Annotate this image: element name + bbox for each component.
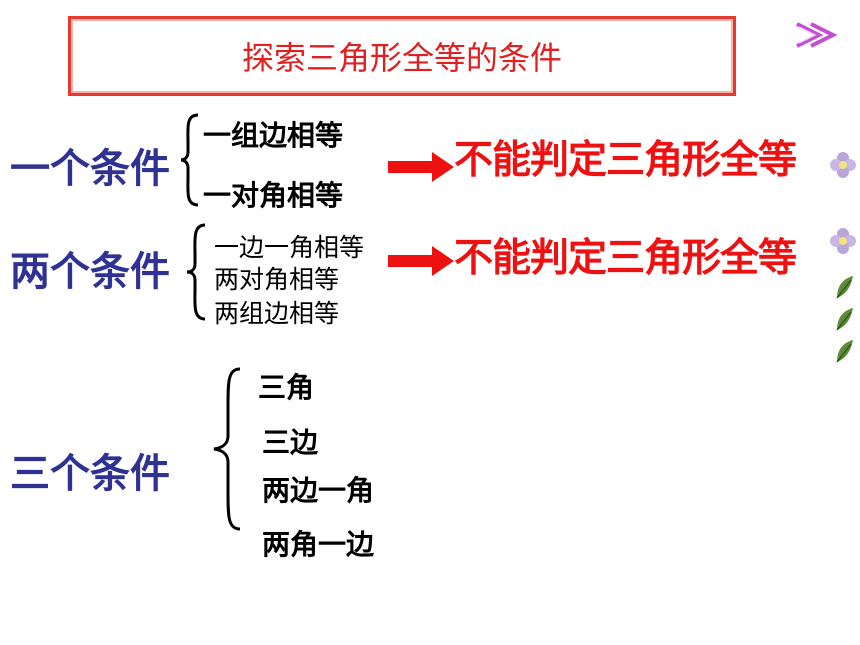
one-condition-brace — [180, 113, 199, 207]
three-conditions-label: 三个条件 — [10, 451, 170, 497]
red-arrow-icon — [388, 246, 454, 276]
two-conditions-item: 两组边相等 — [214, 299, 340, 328]
two-conditions-brace — [186, 223, 206, 321]
flower-icon — [830, 152, 856, 178]
page-title: 探索三角形全等的条件 — [241, 39, 562, 77]
three-conditions-item: 两角一边 — [262, 528, 375, 561]
three-conditions-item: 三边 — [262, 426, 319, 459]
leaf-icon — [836, 276, 853, 299]
two-conditions-item: 两对角相等 — [214, 265, 340, 294]
three-conditions-item: 两边一角 — [262, 474, 375, 507]
red-arrow-icon — [388, 152, 454, 182]
two-conditions-label: 两个条件 — [10, 249, 170, 295]
double-chevron-right-icon[interactable] — [795, 18, 843, 52]
one-condition-item: 一对角相等 — [203, 179, 344, 212]
flower-icon — [830, 228, 856, 254]
one-condition-item: 一组边相等 — [203, 119, 344, 152]
two-conditions-item: 一边一角相等 — [214, 233, 365, 262]
one-condition-result: 不能判定三角形全等 — [454, 138, 797, 183]
three-conditions-brace — [213, 367, 241, 531]
one-condition-label: 一个条件 — [10, 146, 170, 192]
leaf-icon — [836, 340, 853, 363]
two-conditions-result: 不能判定三角形全等 — [454, 236, 797, 281]
title-box: 探索三角形全等的条件 — [68, 16, 736, 96]
leaf-icon — [836, 308, 853, 331]
three-conditions-item: 三角 — [258, 371, 315, 404]
